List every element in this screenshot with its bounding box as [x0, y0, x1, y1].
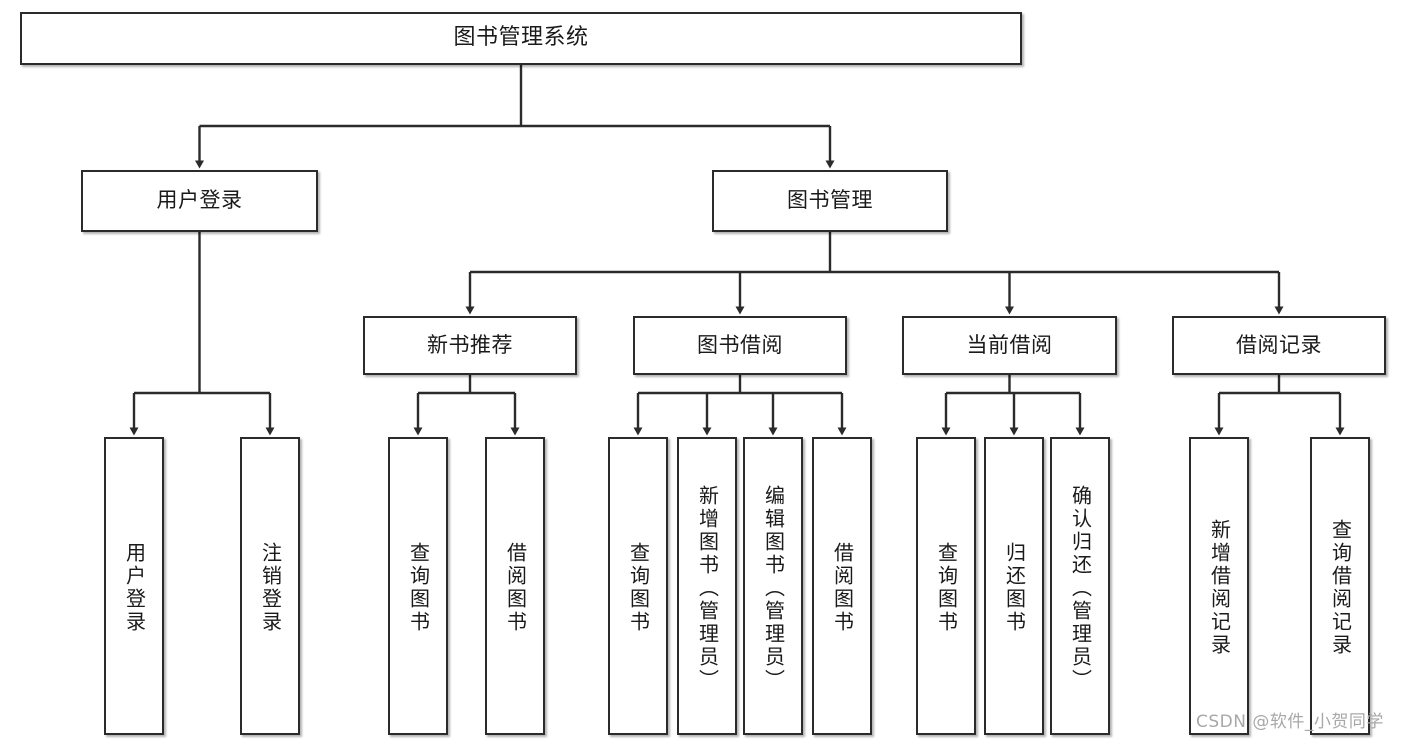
leaf-new-book-borrow[interactable]: 借阅图书	[485, 437, 545, 735]
node-label: 注销登录	[258, 542, 283, 634]
leaf-new-book-query[interactable]: 查询图书	[388, 437, 448, 735]
node-label: 查询图书	[626, 542, 651, 634]
node-user-login[interactable]: 用户登录	[81, 170, 318, 232]
leaf-borrow-query-book[interactable]: 查询图书	[608, 437, 668, 735]
leaf-query-borrow-record[interactable]: 查询借阅记录	[1310, 437, 1370, 735]
node-label: 新增图书（管理员）	[695, 484, 720, 692]
leaf-logout[interactable]: 注销登录	[240, 437, 300, 735]
node-label: 查询借阅记录	[1328, 519, 1353, 657]
node-label: 用户登录	[156, 188, 243, 213]
node-label: 归还图书	[1002, 542, 1027, 634]
node-label: 图书借阅	[697, 332, 783, 357]
node-root-system[interactable]: 图书管理系统	[20, 12, 1022, 65]
node-new-book-recommend[interactable]: 新书推荐	[363, 316, 577, 375]
node-label: 新书推荐	[427, 332, 513, 357]
node-label: 借阅记录	[1236, 332, 1322, 357]
node-label: 编辑图书（管理员）	[761, 484, 786, 692]
leaf-borrow-book[interactable]: 借阅图书	[812, 437, 872, 735]
node-label: 当前借阅	[966, 332, 1053, 357]
leaf-edit-book-admin[interactable]: 编辑图书（管理员）	[743, 437, 803, 735]
node-label: 新增借阅记录	[1207, 519, 1232, 657]
node-label: 借阅图书	[830, 542, 855, 634]
node-book-borrow[interactable]: 图书借阅	[633, 316, 847, 375]
node-label: 图书管理系统	[453, 25, 589, 51]
node-label: 查询图书	[406, 542, 431, 634]
node-label: 确认归还（管理员）	[1068, 484, 1093, 692]
leaf-return-book[interactable]: 归还图书	[984, 437, 1044, 735]
node-label: 图书管理	[787, 188, 873, 213]
node-label: 借阅图书	[503, 542, 528, 634]
node-book-management[interactable]: 图书管理	[712, 170, 948, 232]
leaf-confirm-return-admin[interactable]: 确认归还（管理员）	[1050, 437, 1110, 735]
node-label: 用户登录	[122, 542, 147, 634]
node-borrow-record[interactable]: 借阅记录	[1172, 316, 1386, 375]
leaf-add-book-admin[interactable]: 新增图书（管理员）	[677, 437, 737, 735]
node-current-borrow[interactable]: 当前借阅	[902, 316, 1117, 375]
leaf-current-query-book[interactable]: 查询图书	[916, 437, 976, 735]
leaf-user-login[interactable]: 用户登录	[104, 437, 164, 735]
node-label: 查询图书	[934, 542, 959, 634]
leaf-add-borrow-record[interactable]: 新增借阅记录	[1189, 437, 1249, 735]
